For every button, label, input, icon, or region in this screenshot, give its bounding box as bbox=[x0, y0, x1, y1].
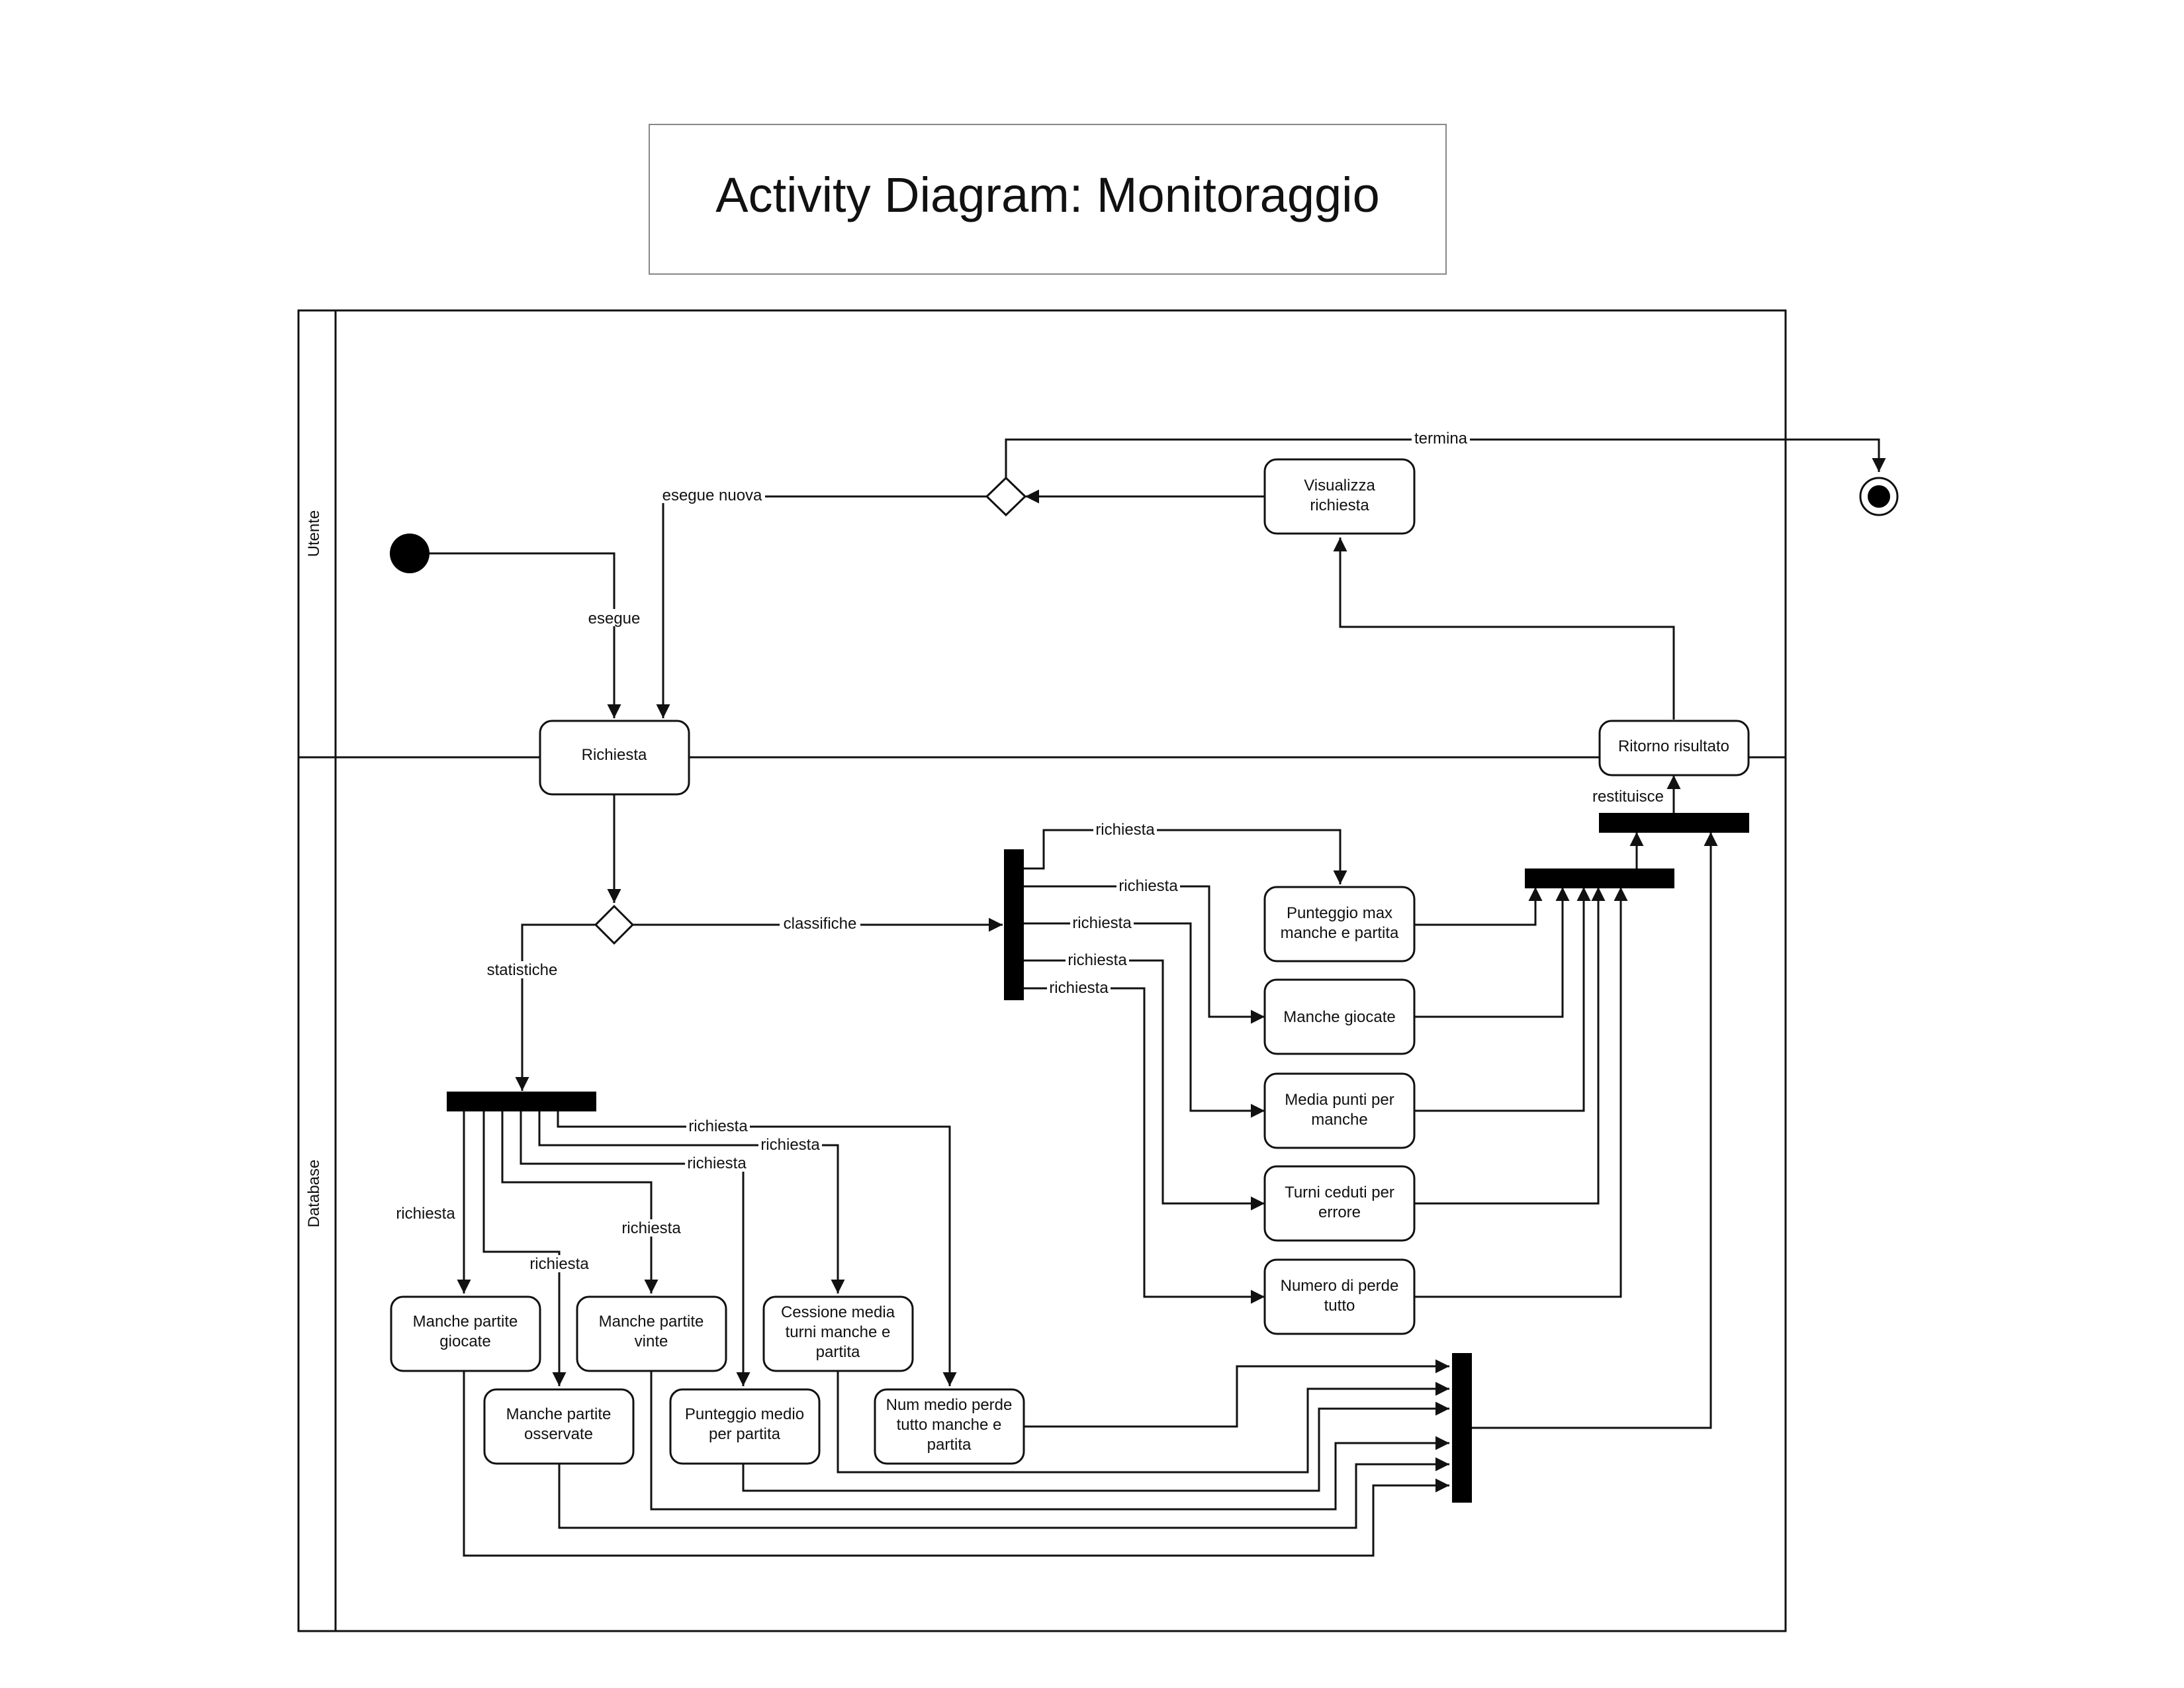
svg-text:turni manche e: turni manche e bbox=[786, 1323, 891, 1341]
svg-text:Num medio perde: Num medio perde bbox=[886, 1396, 1013, 1414]
lane-label-database: Database bbox=[305, 1160, 323, 1228]
svg-text:richiesta: richiesta bbox=[1310, 496, 1369, 514]
edge-manche-partite-vinte-to-join bbox=[650, 1372, 1449, 1511]
edge-manche-partite-giocate-to-join bbox=[463, 1372, 1449, 1557]
edge-join-statistiche-to-top bbox=[1472, 832, 1718, 1429]
svg-text:partita: partita bbox=[927, 1436, 972, 1454]
edge-cessione-media-to-join bbox=[837, 1372, 1449, 1474]
svg-text:Visualizza: Visualizza bbox=[1304, 477, 1375, 494]
node-media-punti: Media punti per manche bbox=[1263, 1072, 1416, 1149]
join-bar-classifiche bbox=[1525, 868, 1674, 888]
edge-punteggio-max-to-join bbox=[1415, 887, 1543, 926]
fork-bar-classifiche bbox=[1004, 849, 1024, 1000]
svg-text:Manche partite: Manche partite bbox=[506, 1405, 612, 1423]
edge-start-to-richiesta bbox=[410, 552, 621, 718]
svg-text:per partita: per partita bbox=[709, 1425, 781, 1443]
edge-statistiche bbox=[515, 923, 596, 1091]
edge-label-richiesta: richiesta bbox=[687, 1154, 747, 1172]
node-manche-partite-vinte: Manche partite vinte bbox=[576, 1295, 727, 1372]
edge-fork-to-manche-partite-vinte bbox=[501, 1110, 659, 1293]
edge-numero-perde-to-join bbox=[1415, 887, 1628, 1298]
edge-label-statistiche: statistiche bbox=[487, 961, 558, 979]
svg-text:Manche partite: Manche partite bbox=[599, 1313, 704, 1331]
node-manche-partite-osservate: Manche partite osservate bbox=[483, 1388, 635, 1465]
diagram-title: Activity Diagram: Monitoraggio bbox=[715, 167, 1379, 222]
edge-label-termina: termina bbox=[1414, 430, 1468, 447]
edge-label-richiesta: richiesta bbox=[396, 1205, 455, 1223]
svg-text:manche e partita: manche e partita bbox=[1281, 924, 1399, 942]
svg-text:Media punti per: Media punti per bbox=[1285, 1091, 1394, 1109]
svg-text:Manche partite: Manche partite bbox=[413, 1313, 518, 1331]
edge-label-richiesta: richiesta bbox=[760, 1136, 820, 1154]
edge-label-richiesta: richiesta bbox=[1068, 951, 1127, 969]
edge-fork-to-manche-partite-osservate bbox=[482, 1110, 567, 1386]
edge-punteggio-medio-to-join bbox=[742, 1401, 1449, 1492]
node-punteggio-max: Punteggio max manche e partita bbox=[1263, 886, 1416, 962]
node-manche-giocate: Manche giocate bbox=[1263, 978, 1416, 1055]
svg-text:giocate: giocate bbox=[439, 1333, 490, 1350]
edge-label-richiesta: richiesta bbox=[1118, 877, 1178, 895]
edge-label-esegue: esegue bbox=[588, 610, 641, 628]
edge-fork-to-punteggio-medio bbox=[520, 1110, 751, 1386]
svg-text:manche: manche bbox=[1311, 1111, 1367, 1129]
edge-labels: termina esegue nuova esegue restituisce … bbox=[394, 429, 1664, 1273]
edge-num-medio-perde-to-join bbox=[1024, 1359, 1449, 1428]
edge-label-esegue-nuova: esegue nuova bbox=[662, 487, 762, 504]
svg-text:Cessione media: Cessione media bbox=[781, 1303, 895, 1321]
title-box: Activity Diagram: Monitoraggio bbox=[649, 124, 1447, 275]
edge-label-restituisce: restituisce bbox=[1592, 788, 1664, 806]
edge-fork-to-punteggio-max bbox=[1024, 829, 1347, 884]
initial-node bbox=[390, 534, 430, 573]
lane-label-utente: Utente bbox=[305, 510, 323, 557]
node-visualizza-richiesta: Visualizza richiesta bbox=[1263, 458, 1416, 535]
svg-text:Manche giocate: Manche giocate bbox=[1283, 1008, 1395, 1026]
edge-label-richiesta: richiesta bbox=[1072, 914, 1132, 932]
svg-text:tutto: tutto bbox=[1324, 1297, 1355, 1315]
edge-fork-to-numero-perde bbox=[1024, 987, 1265, 1304]
edge-ritorno-to-visualizza bbox=[1333, 538, 1675, 720]
edge-fork-to-cessione-media bbox=[538, 1110, 845, 1293]
edge-esegue-nuova bbox=[656, 495, 987, 718]
node-ritorno-risultato: Ritorno risultato bbox=[1598, 720, 1750, 776]
svg-text:tutto manche e: tutto manche e bbox=[897, 1416, 1002, 1434]
svg-text:partita: partita bbox=[816, 1343, 860, 1361]
final-node bbox=[1859, 477, 1899, 516]
edges bbox=[410, 438, 1886, 1557]
svg-text:Punteggio medio: Punteggio medio bbox=[685, 1405, 804, 1423]
edge-label-richiesta: richiesta bbox=[1095, 821, 1155, 839]
edge-label-classifiche: classifiche bbox=[784, 915, 857, 933]
node-cessione-media: Cessione media turni manche e partita bbox=[762, 1295, 914, 1372]
svg-text:errore: errore bbox=[1318, 1203, 1361, 1221]
svg-text:Richiesta: Richiesta bbox=[582, 746, 647, 764]
node-turni-ceduti: Turni ceduti per errore bbox=[1263, 1165, 1416, 1242]
svg-text:vinte: vinte bbox=[635, 1333, 668, 1350]
svg-text:Turni ceduti per: Turni ceduti per bbox=[1285, 1184, 1394, 1201]
node-manche-partite-giocate: Manche partite giocate bbox=[390, 1295, 541, 1372]
edge-turni-ceduti-to-join bbox=[1415, 887, 1606, 1205]
edge-label-richiesta: richiesta bbox=[529, 1255, 589, 1273]
edge-label-richiesta: richiesta bbox=[688, 1117, 748, 1135]
edge-manche-partite-osservate-to-join bbox=[558, 1457, 1449, 1529]
edge-label-richiesta: richiesta bbox=[1049, 979, 1109, 997]
svg-text:Numero di perde: Numero di perde bbox=[1281, 1277, 1399, 1295]
edge-media-punti-to-join bbox=[1415, 887, 1591, 1112]
edge-manche-giocate-to-join bbox=[1415, 887, 1570, 1018]
svg-text:Ritorno risultato: Ritorno risultato bbox=[1618, 737, 1729, 755]
edge-fork-to-num-medio-perde bbox=[557, 1110, 957, 1386]
node-punteggio-medio: Punteggio medio per partita bbox=[669, 1388, 821, 1465]
node-richiesta: Richiesta bbox=[539, 720, 690, 796]
decision-continue bbox=[985, 476, 1027, 517]
svg-text:Punteggio max: Punteggio max bbox=[1287, 904, 1392, 922]
node-num-medio-perde-tutto: Num medio perde tutto manche e partita bbox=[874, 1388, 1025, 1465]
fork-bar-statistiche bbox=[447, 1092, 596, 1111]
node-numero-perde-tutto: Numero di perde tutto bbox=[1263, 1258, 1416, 1335]
edge-label-richiesta: richiesta bbox=[621, 1219, 681, 1237]
decision-type bbox=[594, 904, 635, 945]
svg-text:osservate: osservate bbox=[524, 1425, 593, 1443]
join-bar-statistiche bbox=[1452, 1353, 1472, 1503]
join-bar-final bbox=[1599, 813, 1749, 833]
